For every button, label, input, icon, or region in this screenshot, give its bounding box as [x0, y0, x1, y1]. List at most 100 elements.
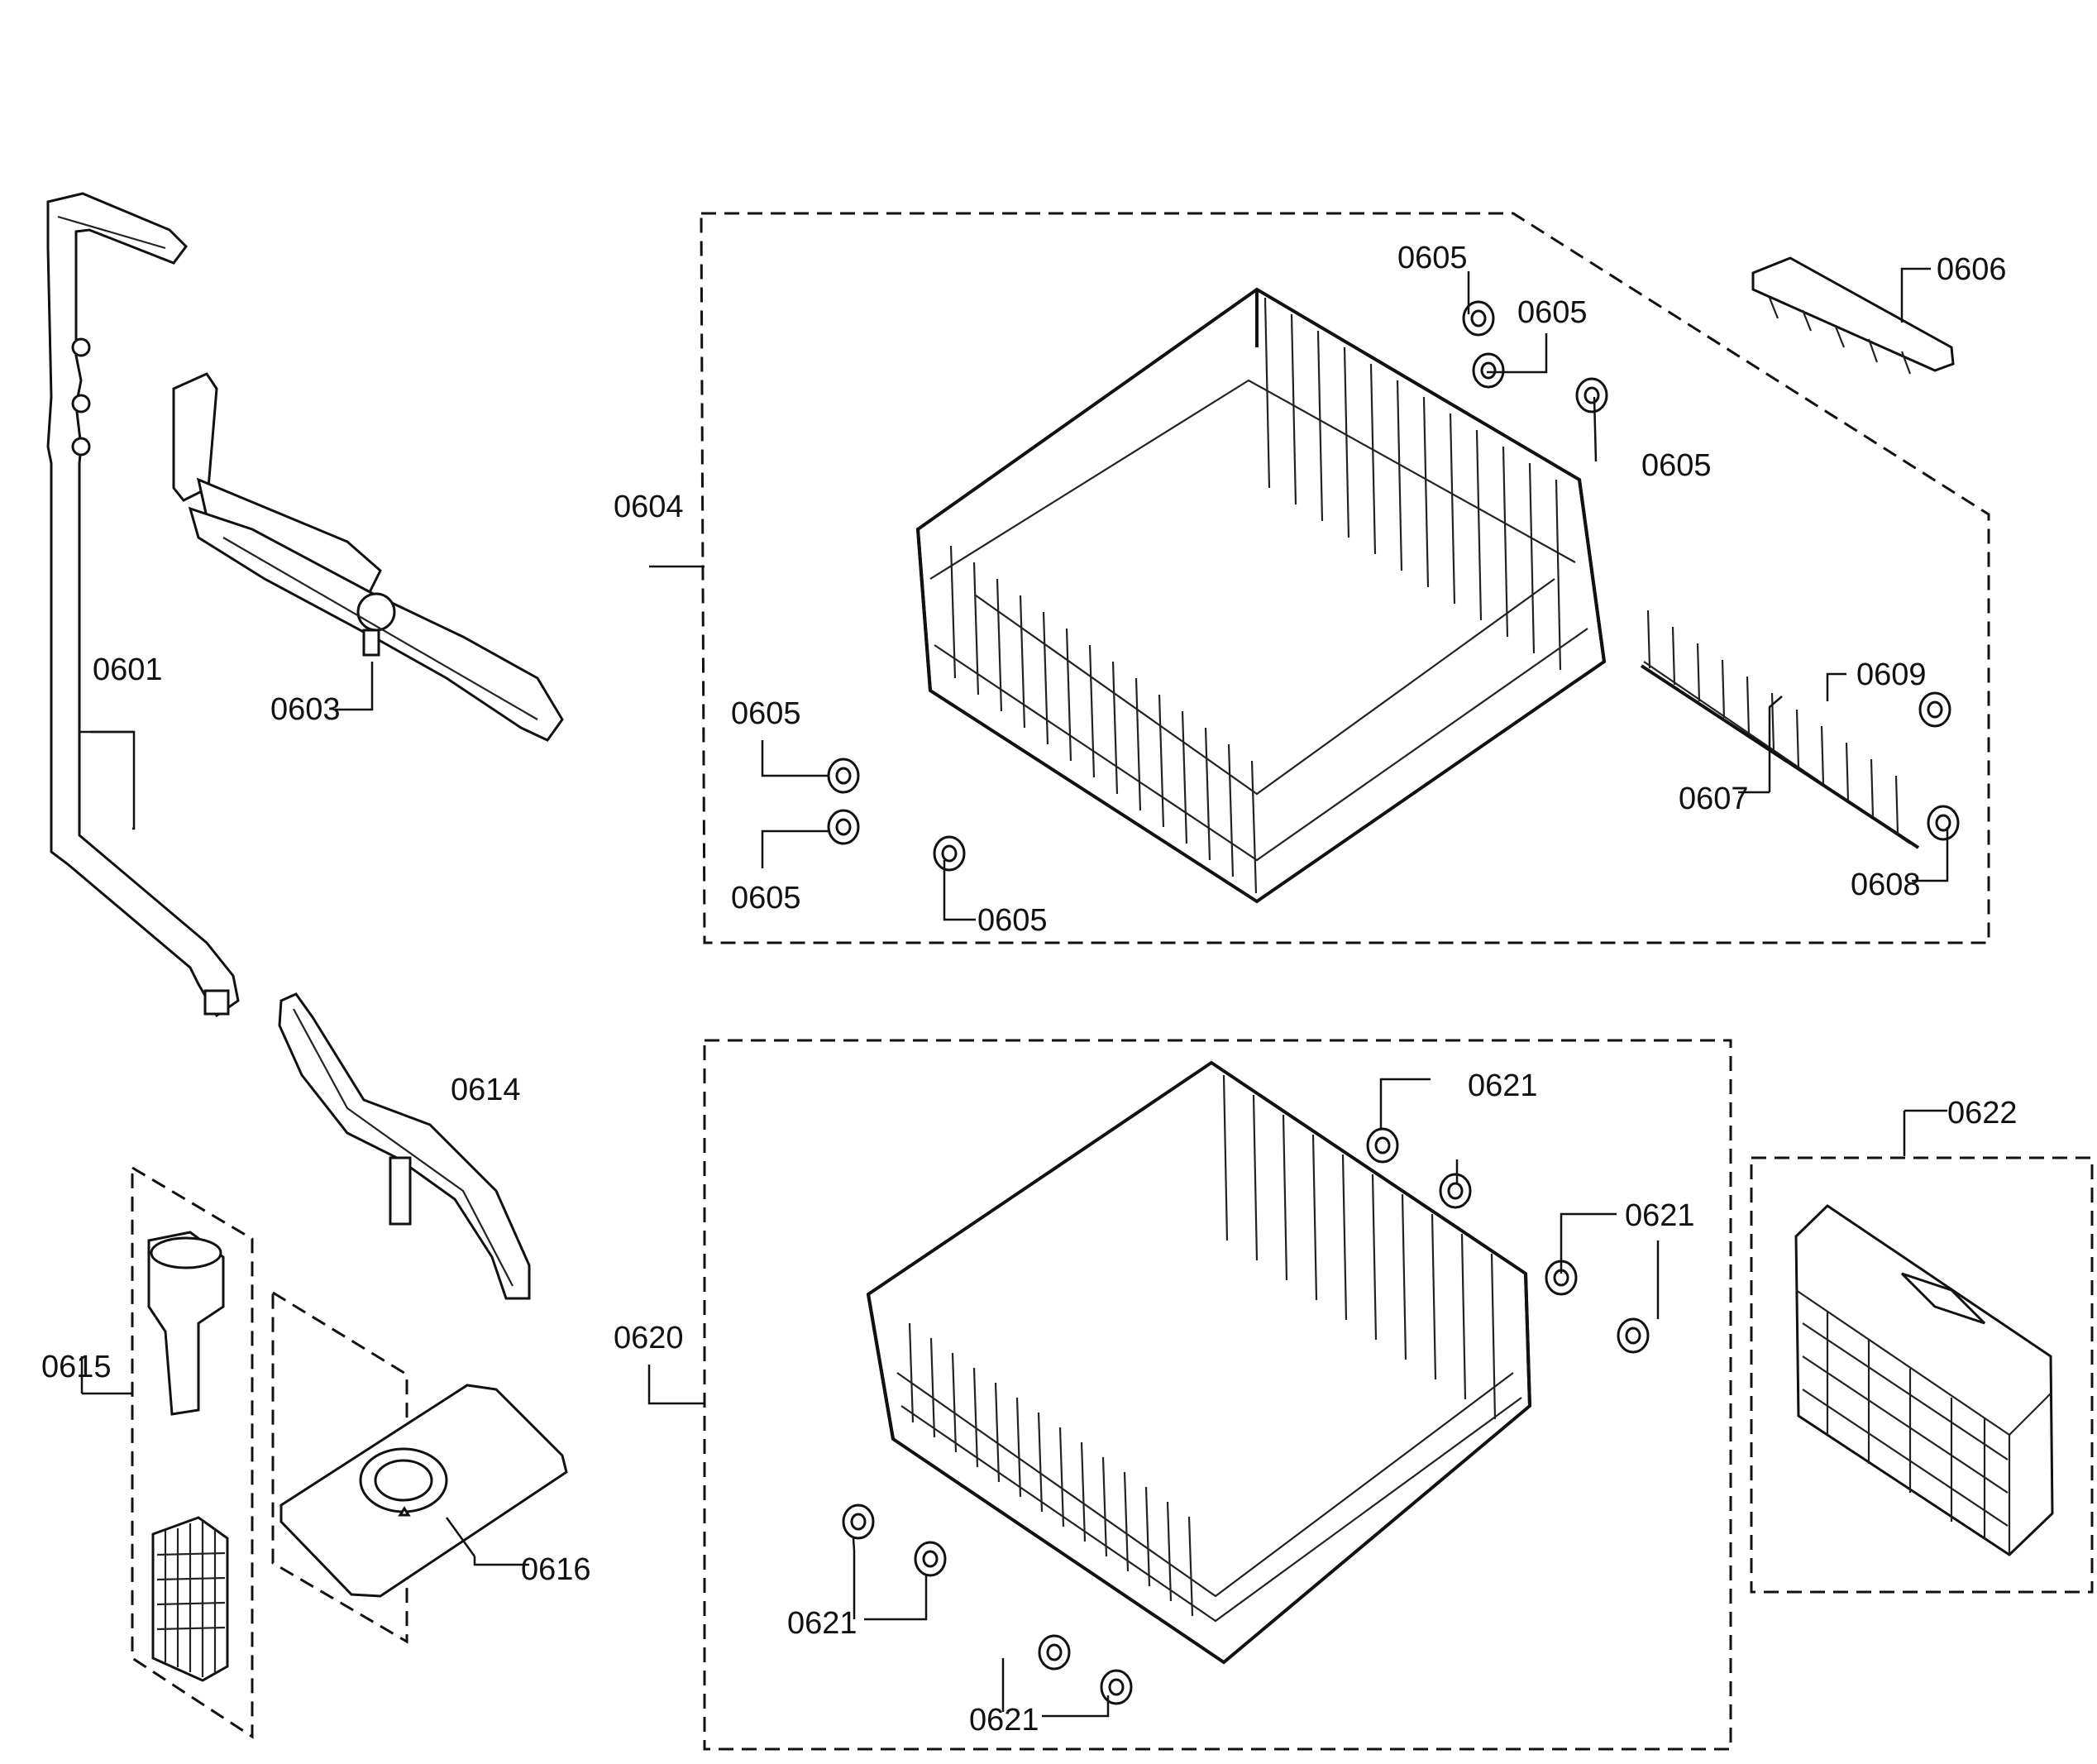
label-0616: 0616 — [521, 1552, 591, 1587]
rack-wire — [1475, 429, 1483, 621]
rack-wire — [1795, 709, 1800, 768]
rack-wire — [1431, 1213, 1437, 1380]
label-0607: 0607 — [1679, 782, 1749, 816]
rack-wire — [1252, 1094, 1259, 1261]
upper-rack-group-outline — [700, 212, 1990, 944]
rack-wire — [1134, 677, 1142, 811]
rack-wire — [1144, 1486, 1151, 1587]
rack-wire — [1502, 446, 1509, 638]
roller-wheels — [827, 300, 1960, 1705]
rack-wire — [1263, 297, 1271, 489]
rack-wire — [1460, 1233, 1467, 1400]
roller-wheel-hub — [1625, 1327, 1641, 1345]
rack-wire — [1845, 742, 1850, 801]
rack-wire — [1555, 479, 1562, 671]
rack-wire — [1696, 643, 1701, 702]
rack-wire — [908, 1322, 915, 1423]
roller-wheel-hub — [941, 844, 958, 863]
rack-wire — [1111, 661, 1119, 795]
rack-wire — [1528, 462, 1536, 654]
rack-wire — [1490, 1253, 1497, 1420]
rack-wire — [1870, 758, 1875, 818]
roller-wheel-hub — [1927, 700, 1943, 719]
sump-cover-outline — [271, 1290, 408, 1644]
roller-wheel-hub — [835, 818, 852, 836]
rack-wire — [1222, 1074, 1229, 1241]
cup-shelf-rack — [1640, 610, 1920, 849]
rack-wire — [1158, 694, 1165, 828]
rack-wire — [1204, 727, 1211, 861]
rack-wire — [996, 578, 1003, 712]
label-0605-top-a: 0605 — [1397, 241, 1468, 275]
rack-wire — [1065, 628, 1072, 762]
label-0603: 0603 — [270, 692, 341, 727]
label-0605-left-b: 0605 — [731, 881, 801, 915]
rack-wire — [1449, 413, 1456, 605]
filter-assembly — [147, 1231, 229, 1682]
label-0621-bottom-b: 0621 — [969, 1703, 1039, 1738]
roller-wheel-hub — [835, 767, 852, 785]
rack-wire — [1187, 1516, 1194, 1617]
upper-spray-arm — [172, 372, 564, 742]
rack-wire — [1422, 396, 1430, 588]
label-0605-left-a: 0605 — [731, 696, 801, 731]
roller-wheel-hub — [922, 1550, 939, 1568]
rack-wire — [1671, 626, 1676, 686]
folding-tine-row — [1751, 256, 1955, 375]
rack-wire — [1343, 347, 1350, 538]
rack-wire — [1088, 644, 1096, 778]
roller-wheel-hub — [1374, 1136, 1391, 1154]
sump-cover-plate — [279, 1384, 568, 1598]
label-0615: 0615 — [41, 1350, 112, 1384]
label-0601: 0601 — [93, 653, 163, 687]
label-0609: 0609 — [1856, 657, 1927, 692]
rack-wire — [1015, 1397, 1022, 1498]
rack-wire — [1646, 610, 1651, 669]
roller-wheel-hub — [1583, 386, 1600, 404]
label-0622: 0622 — [1947, 1096, 2018, 1131]
label-0606: 0606 — [1937, 252, 2007, 287]
rack-wire — [1282, 1114, 1288, 1281]
rack-wire — [1746, 676, 1751, 735]
rack-wire — [1770, 692, 1775, 752]
rack-wire — [972, 1367, 979, 1468]
rack-wire — [1019, 595, 1026, 729]
part-labels: 0601 0603 0604 0605 0605 0605 0606 0609 … — [41, 241, 2018, 1738]
rack-wire — [1123, 1471, 1130, 1572]
rack-wire — [1058, 1427, 1065, 1527]
rack-wire — [1396, 380, 1403, 571]
lower-rack — [866, 1060, 1532, 1665]
rack-wire — [1721, 659, 1726, 719]
rack-wire — [1311, 1134, 1318, 1301]
rack-wire — [1037, 1412, 1044, 1513]
label-0620: 0620 — [614, 1321, 684, 1355]
rack-wire — [1341, 1154, 1348, 1321]
label-0605-top-b: 0605 — [1517, 295, 1588, 330]
rack-wire — [1290, 313, 1297, 505]
label-0608: 0608 — [1851, 868, 1921, 902]
roller-wheel-hub — [1935, 814, 1951, 832]
spray-supply-pipe — [46, 192, 240, 1018]
cutlery-basket-group-outline — [1750, 1156, 2094, 1594]
upper-rack — [915, 287, 1607, 904]
rack-wire — [1080, 1441, 1087, 1542]
filter-group-outline — [131, 1165, 254, 1739]
lower-spray-arm — [278, 992, 531, 1300]
rack-wire — [1369, 363, 1377, 555]
lower-rack-group-outline — [703, 1039, 1732, 1751]
roller-wheel-hub — [1447, 1182, 1464, 1200]
rack-wire — [1316, 330, 1324, 522]
cutlery-basket — [1794, 1204, 2054, 1556]
rack-wire — [1166, 1501, 1173, 1602]
rack-wire — [994, 1382, 1001, 1483]
rack-wire — [949, 545, 957, 679]
rack-wire — [1250, 760, 1258, 894]
label-0605-top-c: 0605 — [1641, 448, 1712, 483]
rack-wire — [1371, 1174, 1378, 1341]
label-0621-top-a: 0621 — [1468, 1068, 1538, 1103]
label-0614: 0614 — [451, 1073, 521, 1107]
rack-wire — [929, 1337, 936, 1438]
rack-wire — [972, 562, 980, 696]
rack-wire — [1227, 743, 1235, 877]
label-0621-bottom-a: 0621 — [787, 1606, 857, 1641]
